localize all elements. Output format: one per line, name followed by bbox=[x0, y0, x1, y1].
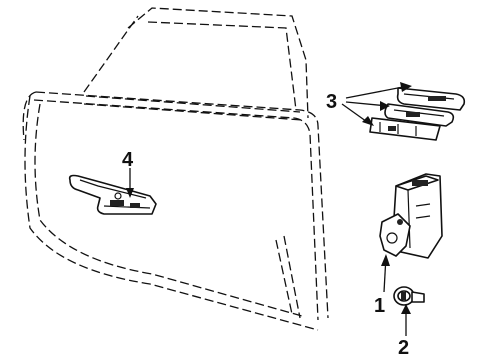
callout-1: 1 bbox=[374, 295, 385, 317]
lock-cylinder-part bbox=[393, 286, 425, 306]
leader-lines bbox=[126, 82, 412, 336]
door-outline bbox=[22, 7, 329, 331]
callout-3: 3 bbox=[326, 91, 337, 113]
callout-4: 4 bbox=[122, 149, 134, 171]
inside-handle-part bbox=[68, 174, 157, 215]
callout-2: 2 bbox=[398, 337, 409, 359]
door-lock-actuator-part bbox=[379, 173, 443, 259]
handle-bezel-set-part bbox=[369, 87, 466, 141]
